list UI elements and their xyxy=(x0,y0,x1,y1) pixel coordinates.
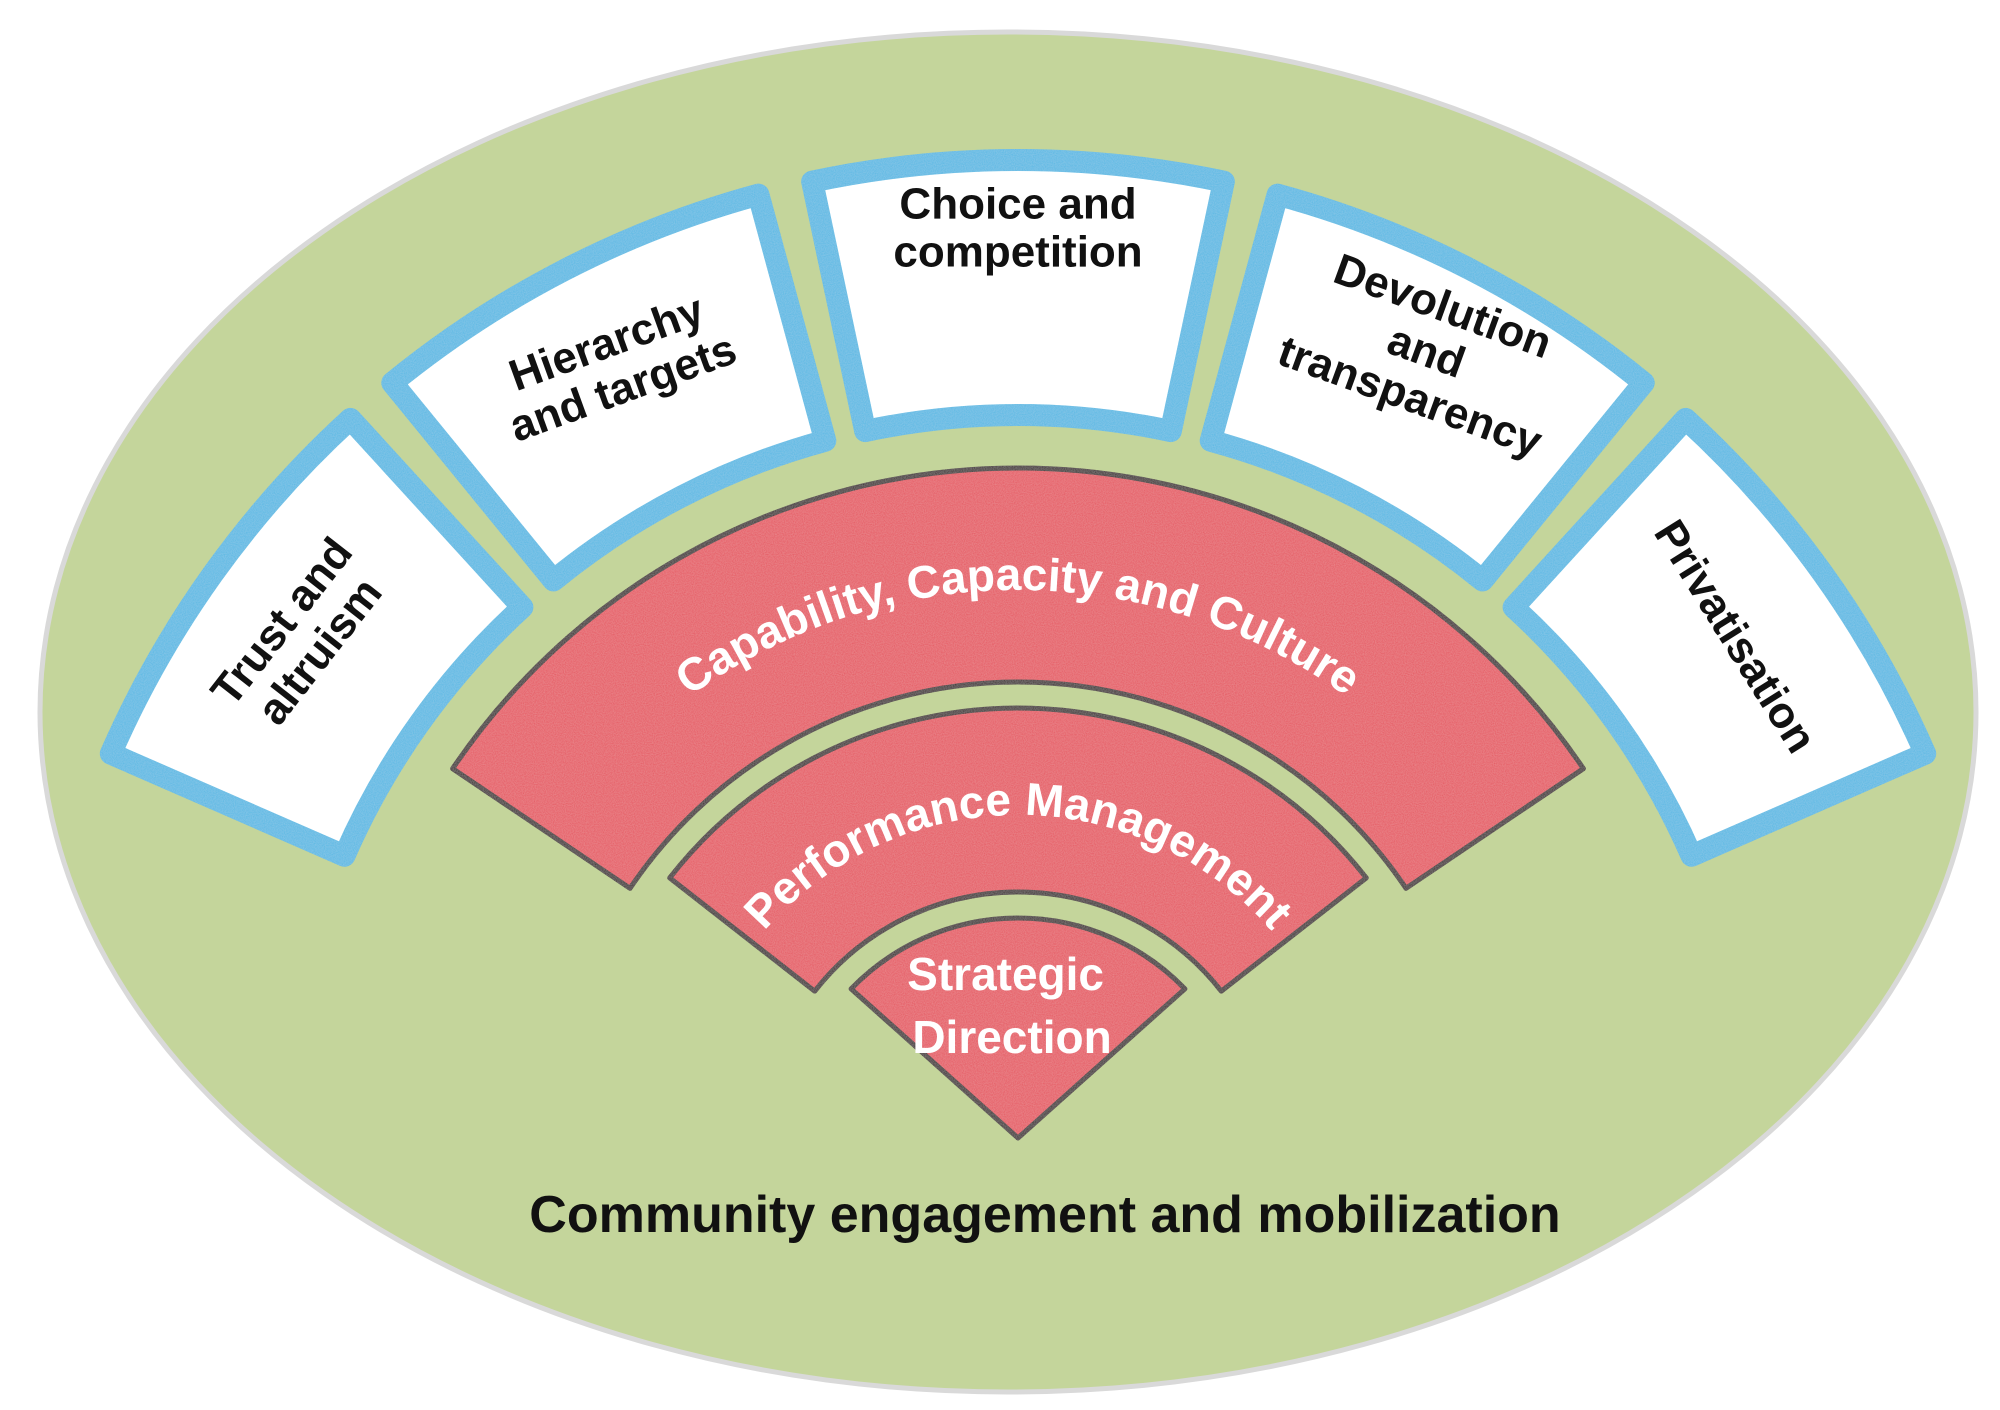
model-box-frame xyxy=(381,183,837,592)
model-box-frame xyxy=(1199,183,1655,592)
model-box-frame xyxy=(99,407,534,867)
model-box-privatisation: Privatisation xyxy=(1502,407,1937,867)
layer-strategic-direction xyxy=(848,915,1188,1141)
model-box-frame xyxy=(801,149,1235,443)
model-box-label-line: Choice and xyxy=(899,180,1136,229)
strategic-line-2: Direction xyxy=(912,1011,1111,1063)
model-box-devolution-and-transparency: Devolutionandtransparency xyxy=(1199,183,1655,592)
layer-label-strategic: Strategic Direction xyxy=(907,948,1117,1063)
model-box-label-line: competition xyxy=(893,228,1142,277)
layer-capability-capacity-culture xyxy=(450,465,1586,891)
strategic-line-1: Strategic xyxy=(907,948,1104,1000)
community-engagement-label: Community engagement and mobilization xyxy=(529,1186,1560,1244)
layer-performance-management xyxy=(667,705,1369,994)
model-box-frame xyxy=(1502,407,1937,867)
model-box-trust-and-altruism: Trust andaltruism xyxy=(99,407,534,867)
model-box-hierarchy-and-targets: Hierarchyand targets xyxy=(381,183,837,592)
